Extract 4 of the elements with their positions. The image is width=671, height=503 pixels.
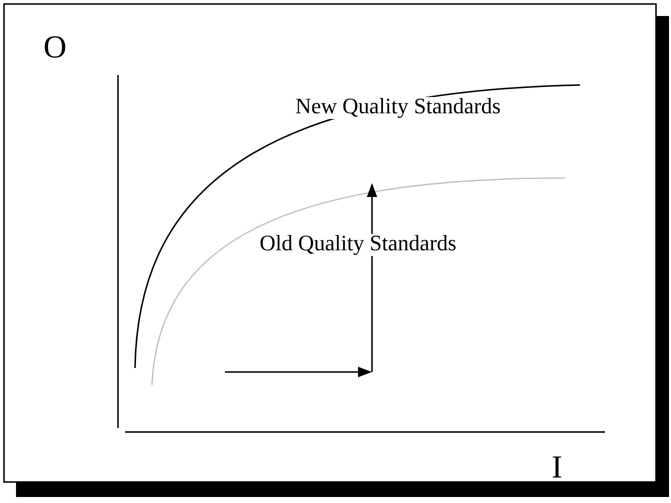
axis-label: O [44,36,66,58]
curve-label: New Quality Standards [294,96,502,119]
curve-label: Old Quality Standards [258,234,458,256]
axis-label: I [552,456,562,478]
